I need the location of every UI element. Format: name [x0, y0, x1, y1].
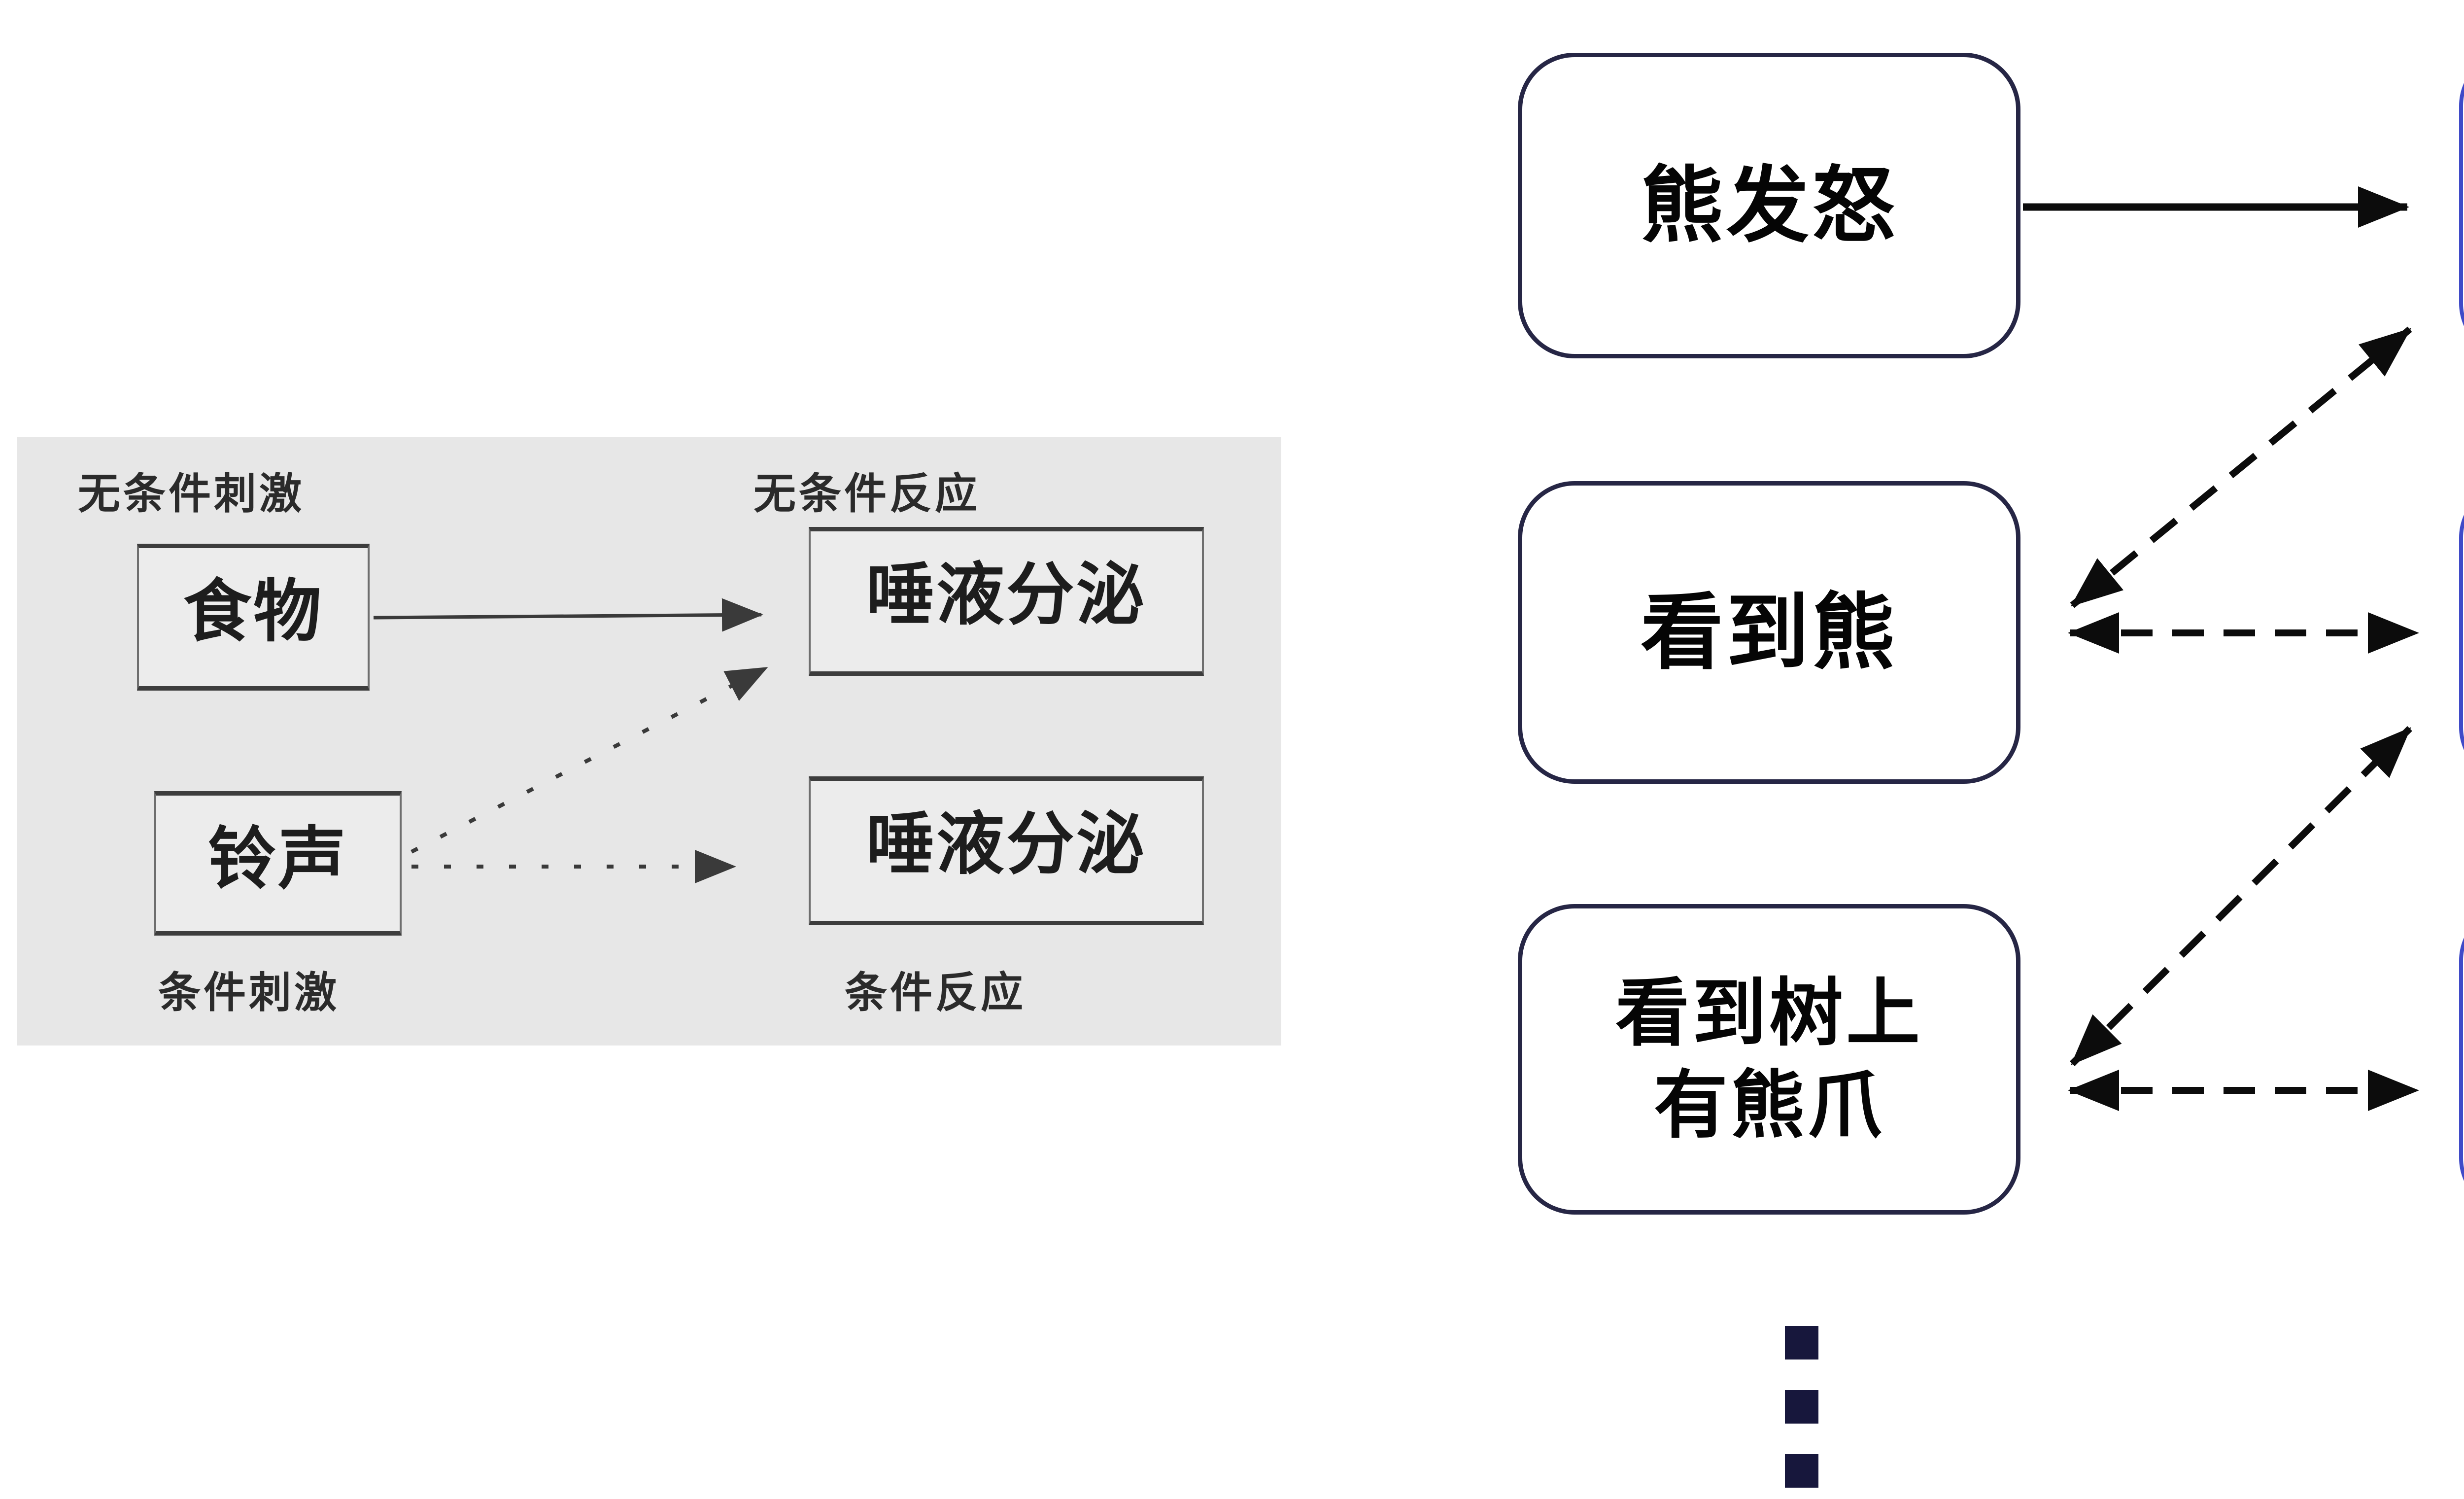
- dot: [1785, 1326, 1818, 1360]
- box-food-label: 食物: [183, 574, 323, 650]
- state-box-see-bear: 看到熊: [1518, 481, 2020, 784]
- value-box-v-s: V(s): [2459, 904, 2464, 1215]
- state-box-claw-marks: 看到树上 有熊爪: [1518, 904, 2020, 1215]
- box-bell: 铃声: [154, 791, 402, 936]
- value-box-v-s-prime: V(s′): [2459, 481, 2464, 784]
- box-saliva-top-label: 唾液分泌: [866, 557, 1146, 633]
- box-saliva-bottom-label: 唾液分泌: [866, 806, 1146, 882]
- edge-claw-marks-to-v-s-prime: [2070, 726, 2412, 1066]
- edge-see-bear-to-reward: [2070, 326, 2412, 608]
- dot: [1785, 1390, 1818, 1424]
- value-box-reward: 奖励: [2459, 49, 2464, 360]
- label-unconditioned-stimulus: 无条件刺激: [78, 470, 305, 518]
- box-bell-label: 铃声: [207, 821, 348, 897]
- label-conditioned-stimulus: 条件刺激: [158, 969, 340, 1016]
- label-unconditioned-response: 无条件反应: [753, 470, 980, 518]
- pavlov-panel: 无条件刺激 无条件反应 食物 唾液分泌 铃声 唾液分泌 条件刺激 条件反应: [17, 437, 1281, 1046]
- state-box-bear-angry-label: 熊发怒: [1641, 159, 1898, 252]
- box-saliva-top: 唾液分泌: [809, 527, 1204, 676]
- dot: [1785, 1454, 1818, 1488]
- state-box-claw-marks-label: 看到树上 有熊爪: [1615, 971, 1923, 1147]
- state-box-bear-angry: 熊发怒: [1518, 53, 2020, 358]
- vertical-ellipsis-states: [1785, 1326, 1818, 1488]
- state-box-see-bear-label: 看到熊: [1641, 586, 1898, 679]
- box-food: 食物: [137, 544, 370, 691]
- box-saliva-bottom: 唾液分泌: [809, 776, 1204, 925]
- label-conditioned-response: 条件反应: [845, 969, 1026, 1016]
